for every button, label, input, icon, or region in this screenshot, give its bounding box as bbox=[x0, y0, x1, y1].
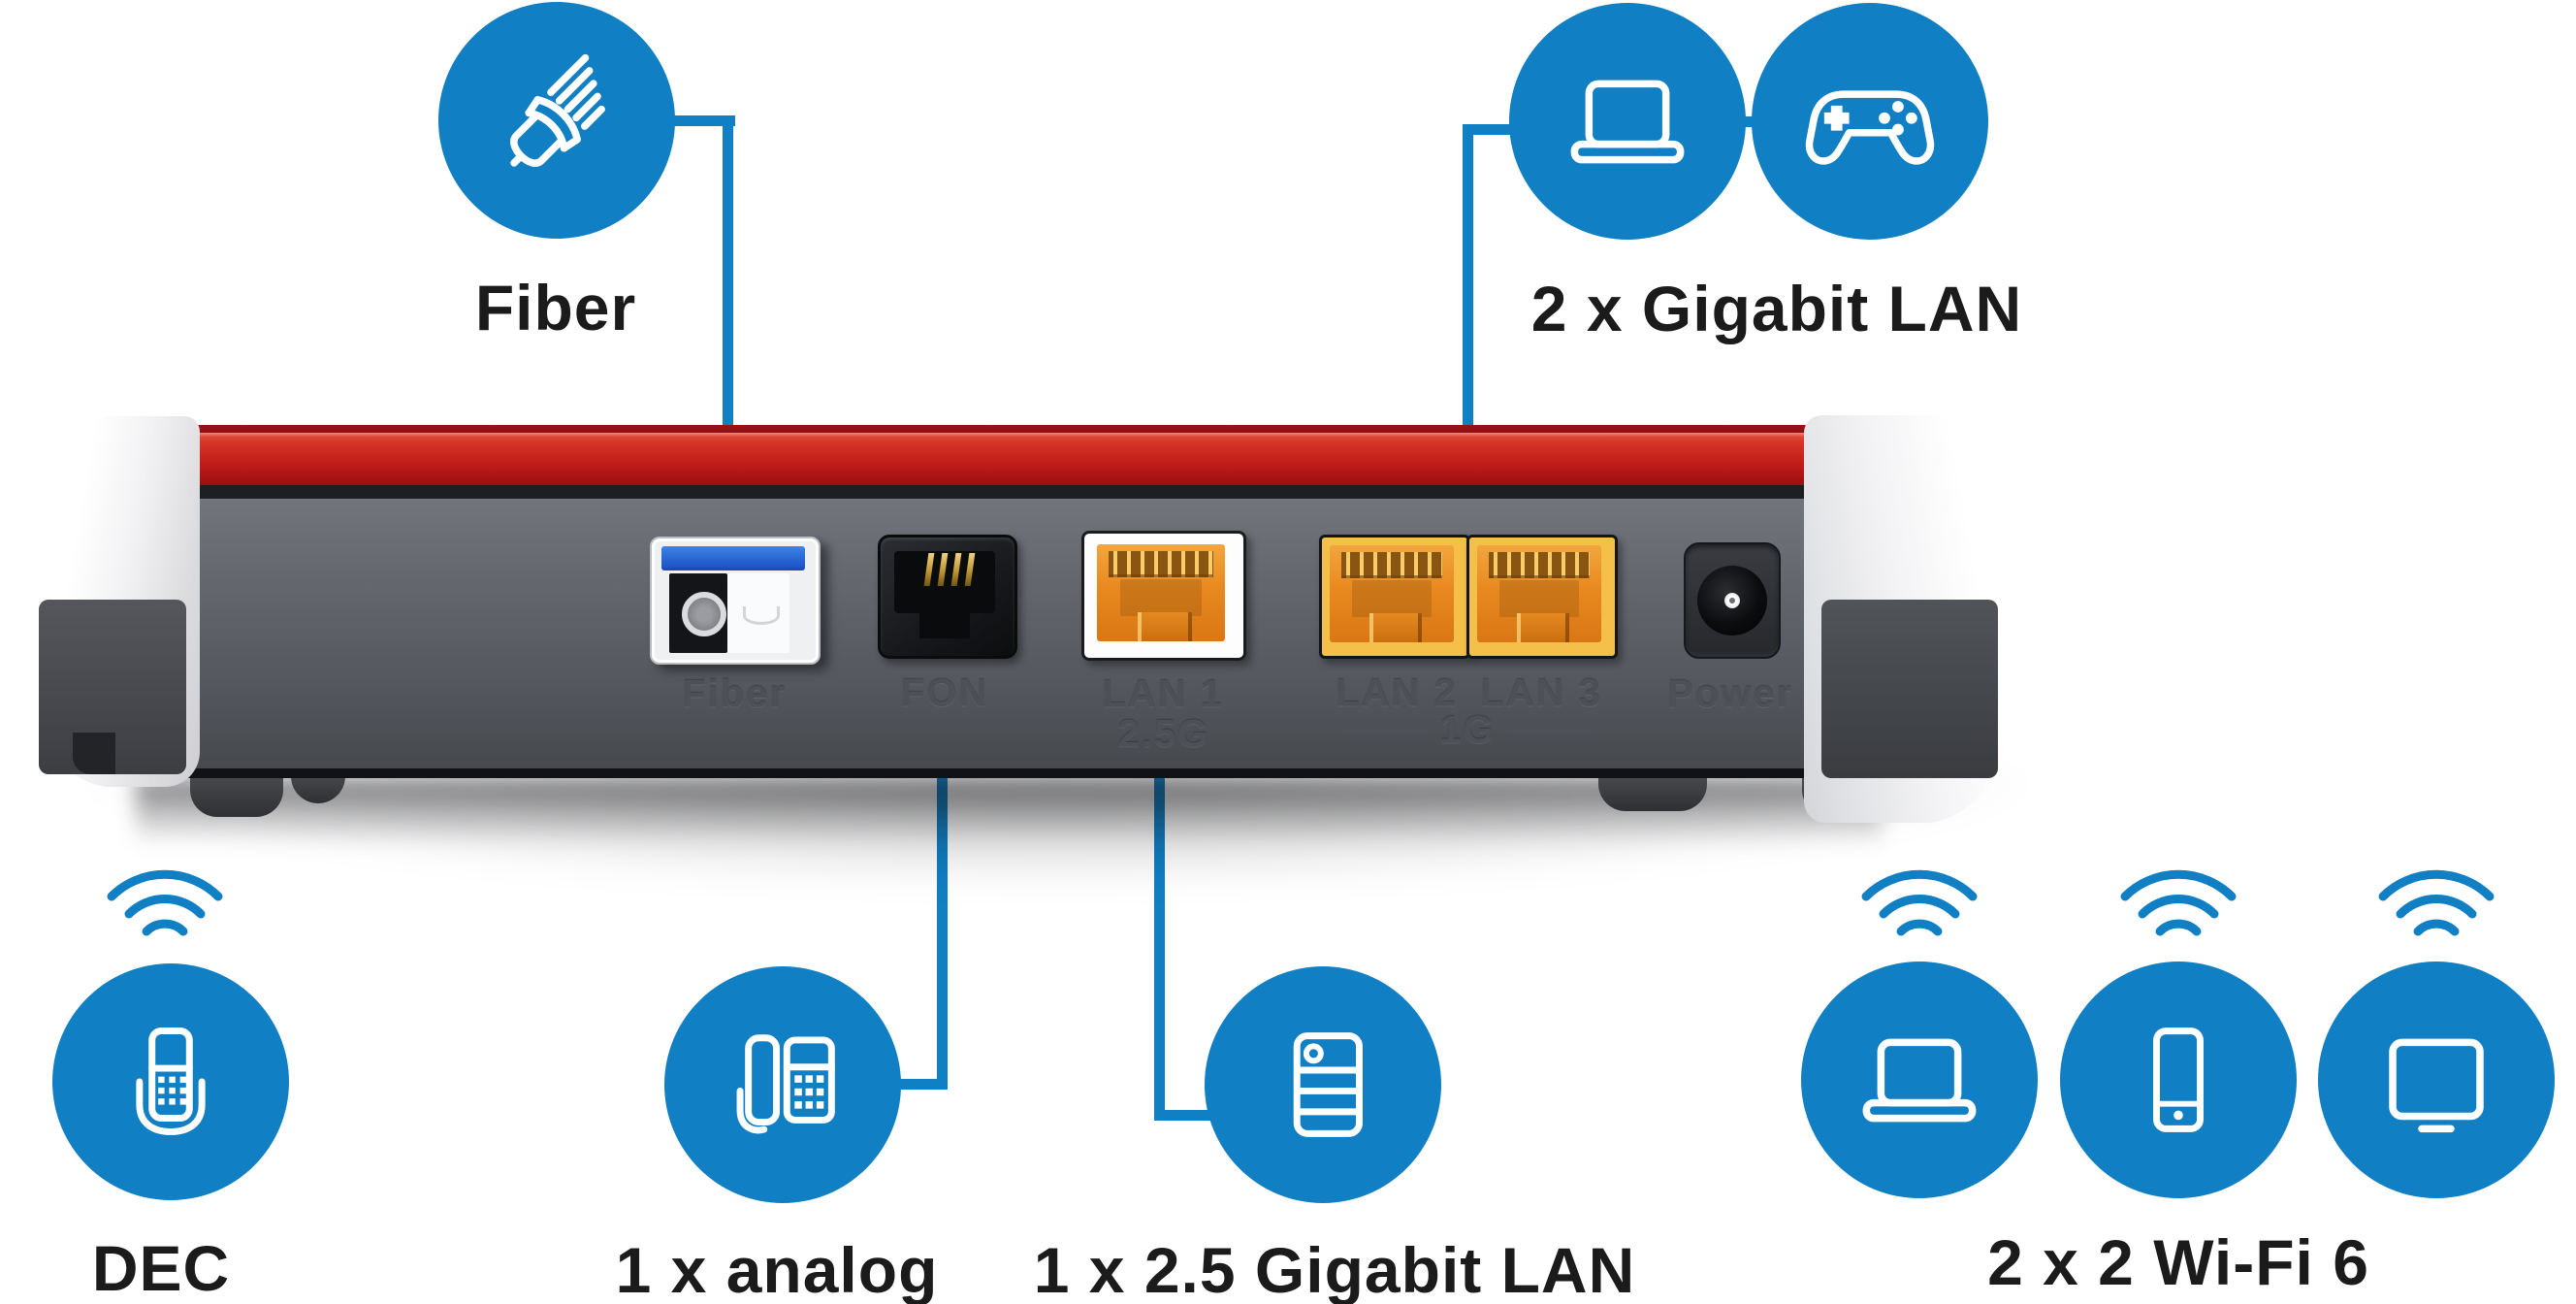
wifi-smartphone-circle bbox=[2060, 962, 2297, 1198]
analog-callout-label: 1 x analog bbox=[615, 1234, 939, 1304]
tv-icon bbox=[2389, 1038, 2484, 1133]
lan25-callout-circle bbox=[1205, 966, 1441, 1203]
gigabit-lan-callout-line-vertical bbox=[1463, 124, 1473, 446]
fiber-callout-line-vertical bbox=[723, 115, 733, 445]
fon-port-keyway bbox=[919, 613, 970, 638]
wifi-laptop-circle bbox=[1801, 962, 2038, 1198]
analog-callout-circle bbox=[664, 966, 901, 1203]
lan2-3-speed-label-group: 1G bbox=[1342, 708, 1593, 753]
wifi-waves-icon bbox=[1861, 869, 1978, 936]
wifi-tv-circle bbox=[2318, 962, 2555, 1198]
fiber-callout-line-horizontal bbox=[667, 115, 735, 126]
gigabit-lan-callout-label: 2 x Gigabit LAN bbox=[1530, 273, 2023, 344]
lan2-jack-pins bbox=[1340, 552, 1443, 578]
router-red-top bbox=[145, 433, 1835, 489]
smartphone-icon bbox=[2153, 1027, 2204, 1132]
fiber-port-lens bbox=[682, 592, 726, 636]
fiber-port-blank bbox=[727, 573, 789, 653]
router-left-endcap-inset bbox=[39, 600, 186, 774]
router-foot bbox=[190, 772, 283, 817]
gigabit-lan-laptop-circle bbox=[1509, 3, 1746, 240]
lan2-port-label: LAN 2 bbox=[1336, 671, 1458, 715]
fon-port bbox=[878, 535, 1017, 659]
fiber-callout-label: Fiber bbox=[474, 272, 637, 343]
laptop-icon bbox=[1570, 80, 1685, 164]
power-port-label: Power bbox=[1666, 672, 1794, 716]
fiber-callout-circle bbox=[438, 2, 675, 239]
lan3-port bbox=[1466, 535, 1618, 659]
fiber-port-blue-latch bbox=[661, 546, 805, 570]
lan2-3-speed-label: 1G bbox=[1439, 708, 1496, 752]
lan1-jack-pins bbox=[1108, 551, 1214, 577]
power-jack bbox=[1697, 566, 1767, 636]
power-port bbox=[1684, 542, 1781, 659]
fon-port-pin bbox=[923, 553, 935, 586]
lan25-callout-line-horizontal bbox=[1154, 1110, 1214, 1121]
fon-port-pin bbox=[950, 553, 962, 586]
wifi-waves-icon bbox=[107, 869, 223, 936]
router-left-endcap bbox=[23, 416, 200, 787]
analog-phone-icon bbox=[736, 1034, 835, 1134]
lan2-jack bbox=[1330, 545, 1454, 642]
speed-dash-left bbox=[1342, 728, 1429, 734]
gigabit-lan-circle-connector bbox=[1728, 116, 1769, 127]
lan3-jack-tab bbox=[1516, 613, 1570, 642]
fon-port-pin bbox=[937, 553, 949, 586]
lan2-port bbox=[1319, 535, 1470, 659]
lan25-callout-line-vertical bbox=[1154, 766, 1165, 1121]
wall-mount-notch bbox=[73, 733, 115, 774]
lan2-jack-cavity bbox=[1352, 580, 1432, 617]
dect-callout-label: DEC bbox=[91, 1232, 231, 1304]
fiber-cable-icon bbox=[510, 53, 605, 167]
dect-callout-circle bbox=[52, 963, 289, 1200]
gigabit-lan-callout-line-horizontal bbox=[1463, 124, 1513, 135]
lan1-speed-label: 2.5G bbox=[1117, 712, 1210, 756]
dect-phone-icon bbox=[136, 1027, 206, 1135]
fiber-port bbox=[650, 537, 821, 665]
fon-port-opening bbox=[894, 551, 995, 613]
lan1-jack bbox=[1097, 544, 1225, 641]
router-foot bbox=[1598, 772, 1707, 811]
speed-dash-right bbox=[1506, 728, 1593, 734]
game-controller-icon bbox=[1805, 90, 1935, 165]
lan1-jack-cavity bbox=[1119, 579, 1203, 616]
wifi-waves-icon bbox=[2120, 869, 2237, 936]
router-shadow-edge bbox=[136, 778, 1882, 867]
fon-port-label: FON bbox=[900, 671, 989, 715]
analog-callout-line-vertical bbox=[937, 766, 948, 1090]
lan3-jack bbox=[1477, 545, 1601, 642]
lan3-jack-pins bbox=[1488, 552, 1591, 578]
lan3-port-label: LAN 3 bbox=[1480, 671, 1602, 715]
wifi6-callout-label: 2 x 2 Wi-Fi 6 bbox=[1987, 1226, 2369, 1298]
lan1-port-label: LAN 1 bbox=[1102, 672, 1224, 716]
lan1-port bbox=[1081, 531, 1246, 661]
laptop-icon bbox=[1862, 1038, 1977, 1123]
fiber-port-connector bbox=[669, 573, 727, 653]
lan2-jack-tab bbox=[1368, 613, 1423, 642]
wifi-waves-icon bbox=[2378, 869, 2495, 936]
fiber-port-blank-mark bbox=[743, 606, 780, 625]
lan1-jack-tab bbox=[1138, 612, 1192, 641]
router-bottom-edge bbox=[151, 768, 1831, 778]
router-right-endcap-inset bbox=[1821, 600, 1998, 778]
fon-port-pin bbox=[964, 553, 976, 586]
analog-callout-line-horizontal bbox=[897, 1079, 948, 1090]
fiber-port-label: Fiber bbox=[682, 672, 787, 716]
router-right-endcap bbox=[1804, 415, 2021, 823]
nas-server-icon bbox=[1293, 1032, 1363, 1137]
power-jack-pin bbox=[1724, 593, 1740, 608]
router-top-seam bbox=[149, 485, 1831, 501]
lan3-jack-cavity bbox=[1499, 580, 1579, 617]
lan25-callout-label: 1 x 2.5 Gigabit LAN bbox=[1033, 1234, 1636, 1304]
gigabit-lan-controller-circle bbox=[1752, 3, 1988, 240]
